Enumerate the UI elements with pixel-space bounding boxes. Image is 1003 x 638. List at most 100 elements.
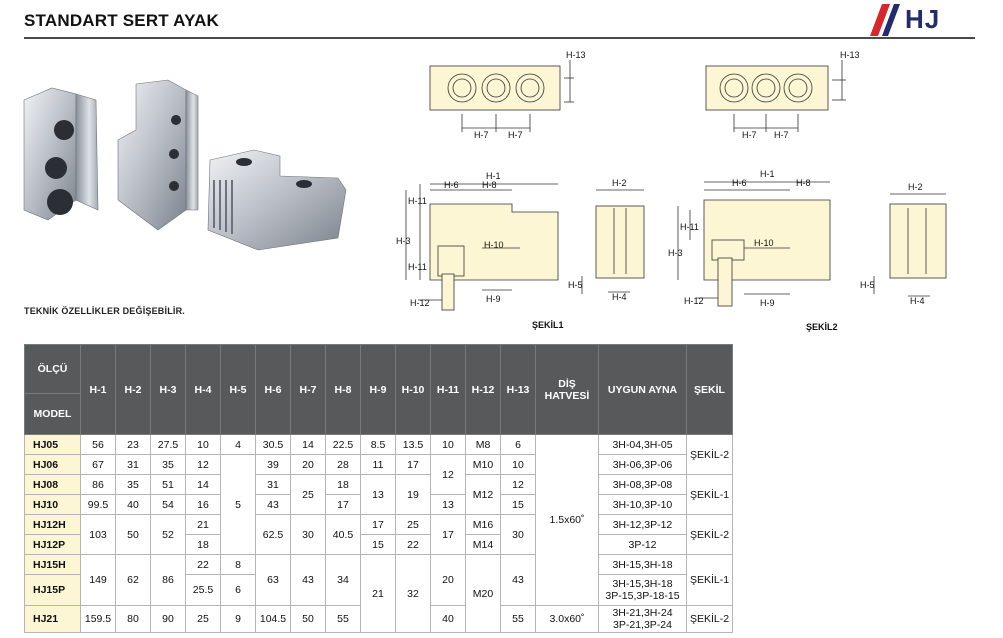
cell: 22	[185, 554, 221, 575]
cell-ayna: 3H-12,3P-12	[598, 514, 687, 535]
cell: 103	[80, 514, 116, 555]
cell: 90	[150, 605, 186, 633]
cell: 17	[325, 494, 361, 515]
cell: 149	[80, 554, 116, 606]
cell: 25.5	[185, 574, 221, 606]
dim-h5-b: H-5	[860, 280, 875, 290]
cell-ayna: 3H-10,3P-10	[598, 494, 687, 515]
cell-sekil: ŞEKİL-2	[686, 434, 733, 475]
cell-ayna: 3H-04,3H-05	[598, 434, 687, 455]
cell: M14	[465, 534, 501, 555]
dim-h13-b: H-13	[840, 50, 860, 60]
head-h6: H-6	[255, 344, 291, 435]
cell: M8	[465, 434, 501, 455]
head-h7: H-7	[290, 344, 326, 435]
cell: 5	[220, 454, 256, 555]
dim-h10-b: H-10	[754, 238, 774, 248]
head-uygun-ayna: UYGUN AYNA	[598, 344, 687, 435]
cell: 86	[150, 554, 186, 606]
cell: 10	[430, 434, 466, 455]
table-row: HJ12H 103 50 52 21 62.5 30 40.5 17 25 17…	[24, 514, 733, 555]
cell: 62	[115, 554, 151, 606]
cell: 12	[430, 454, 466, 495]
cell: 39	[255, 454, 291, 475]
head-h1: H-1	[80, 344, 116, 435]
cell: 20	[290, 454, 326, 475]
cell-ayna: 3H-21,3H-24 3P-21,3P-24	[598, 605, 687, 633]
hj-logo-icon	[870, 4, 900, 36]
cell: 50	[115, 514, 151, 555]
dim-h13-a: H-13	[566, 50, 586, 60]
technical-drawings: H-7 H-7 H-13 H-7 H-7 H-13 H-1 H-6 H-8 H-…	[396, 50, 947, 332]
cell-ayna: 3H-15,3H-18	[598, 554, 687, 575]
cell: 67	[80, 454, 116, 475]
cell: 17	[395, 454, 431, 475]
head-model: MODEL	[24, 393, 81, 435]
ayna-line: 3P-21,3P-24	[613, 619, 672, 631]
cell: 35	[115, 474, 151, 495]
cell: 32	[395, 554, 431, 633]
cell: 55	[500, 605, 536, 633]
dim-h4-b: H-4	[910, 296, 925, 306]
cell: 12	[500, 474, 536, 495]
cell: 9	[220, 605, 256, 633]
cell-sekil: ŞEKİL-2	[686, 605, 733, 633]
ayna-line: 3P-15,3P-18-15	[605, 590, 680, 602]
cell: 27.5	[150, 434, 186, 455]
dim-h7-d: H-7	[774, 130, 789, 140]
cell: 6	[220, 574, 256, 606]
cell-ayna: 3H-08,3P-08	[598, 474, 687, 495]
dim-h12-b: H-12	[684, 296, 704, 306]
dim-h2-a: H-2	[612, 178, 627, 188]
cell: 14	[185, 474, 221, 495]
head-h9: H-9	[360, 344, 396, 435]
cell: 31	[255, 474, 291, 495]
cell: 17	[360, 514, 396, 535]
cell: 35	[150, 454, 186, 475]
cell: 4	[220, 434, 256, 455]
cell: 8.5	[360, 434, 396, 455]
table-row: HJ10 99.5 40 54 16 43 17 13 15 3H-10,3P-…	[24, 494, 733, 515]
cell-dis-b: 3.0x60˚	[535, 605, 599, 633]
cell: 15	[500, 494, 536, 515]
logo-text: HJ	[905, 4, 941, 34]
cell: 8	[220, 554, 256, 575]
cell: 63	[255, 554, 291, 606]
cell: 50	[290, 605, 326, 633]
dim-h6-b: H-6	[732, 178, 747, 188]
dim-h7-a: H-7	[474, 130, 489, 140]
head-h2: H-2	[115, 344, 151, 435]
table-row: HJ15P 25.5 6 3H-15,3H-18 3P-15,3P-18-15	[24, 574, 733, 606]
cell: 16	[185, 494, 221, 515]
dim-h3-b: H-3	[668, 248, 683, 258]
head-sekil: ŞEKİL	[686, 344, 733, 435]
cell: M16	[465, 514, 501, 535]
table-row: HJ12P 18 15 22 M14 3P-12	[24, 534, 733, 555]
cell: 25	[290, 474, 326, 515]
cell-sekil: ŞEKİL-1	[686, 554, 733, 606]
ayna-line: 3H-21,3H-24	[612, 607, 673, 619]
cell: 19	[395, 474, 431, 515]
cell-sekil: ŞEKİL-2	[686, 514, 733, 555]
cell: 30.5	[255, 434, 291, 455]
dim-h3-a: H-3	[396, 236, 411, 246]
table-row: HJ06 67 31 35 12 5 39 20 28 11 17 12 M10…	[24, 454, 733, 555]
model-cell: HJ21	[24, 605, 81, 633]
cell: 14	[290, 434, 326, 455]
model-cell: HJ15H	[24, 554, 81, 575]
cell: 15	[360, 534, 396, 555]
cell: 13	[430, 494, 466, 515]
page-title: STANDART SERT AYAK	[24, 11, 220, 30]
specs-notice: TEKNİK ÖZELLİKLER DEĞİŞEBİLİR.	[24, 306, 186, 316]
cell: 6	[500, 434, 536, 455]
dim-h7-c: H-7	[742, 130, 757, 140]
cell: 31	[115, 454, 151, 475]
cell: 54	[150, 494, 186, 515]
spec-table: ÖLÇÜ H-1 H-2 H-3 H-4 H-5 H-6 H-7 H-8 H-9…	[24, 344, 733, 633]
cell: M20	[465, 554, 501, 633]
table-row: HJ15H 149 62 86 22 8 63 43 34 21 32 20 M…	[24, 554, 733, 633]
cell: 23	[115, 434, 151, 455]
dim-h1-a: H-1	[486, 171, 501, 181]
dim-h10-a: H-10	[484, 240, 504, 250]
dim-h7-b: H-7	[508, 130, 523, 140]
